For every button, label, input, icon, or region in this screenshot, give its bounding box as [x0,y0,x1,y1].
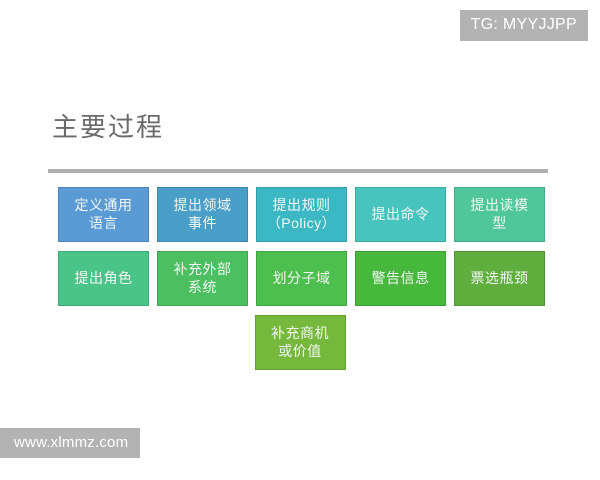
process-box-line: 补充商机 [271,324,329,341]
process-box-line: 定义通用 [74,196,133,213]
process-box-label: 补充外部系统 [174,261,232,297]
process-box-line: 提出角色 [74,269,133,286]
process-box-line: 提出领域 [173,196,232,213]
process-box-line: 语言 [89,214,118,231]
process-box-line: 提出规则 [272,196,331,213]
site-watermark: www.xlmmz.com [0,428,141,458]
process-box[interactable]: 提出读模型 [454,187,545,242]
process-box[interactable]: 票选瓶颈 [454,251,545,306]
process-box-line: 型 [492,214,507,231]
process-box-line: 提出命令 [371,205,430,222]
process-box-line: 补充外部 [173,260,232,277]
process-box-label: 提出角色 [75,270,133,288]
process-box[interactable]: 提出角色 [58,251,149,306]
title-divider [48,169,548,173]
process-diagram: 定义通用语言提出领域事件提出规则（Policy）提出命令提出读模型提出角色补充外… [58,187,545,379]
process-box-label: 票选瓶颈 [471,270,529,288]
process-box[interactable]: 提出规则（Policy） [256,187,347,242]
process-box-label: 提出命令 [372,206,430,224]
process-box-label: 划分子域 [273,270,331,288]
process-box-line: 系统 [188,278,217,295]
process-box[interactable]: 定义通用语言 [58,187,149,242]
process-box[interactable]: 提出命令 [355,187,446,242]
process-box-line: 事件 [188,214,217,231]
process-box[interactable]: 补充外部系统 [157,251,248,306]
process-box-line: （Policy） [266,214,337,231]
process-box-label: 提出读模型 [471,197,529,233]
page-title: 主要过程 [52,112,165,142]
process-box-line: 警告信息 [371,269,430,286]
process-box-label: 补充商机或价值 [271,325,329,361]
process-box[interactable]: 补充商机或价值 [254,315,346,370]
process-box-label: 定义通用语言 [75,197,133,233]
process-row: 提出角色 补充外部系统 划分子域 警告信息 票选瓶颈 [58,251,545,306]
process-row: 补充商机或价值 [58,315,542,370]
process-box[interactable]: 警告信息 [355,251,446,306]
process-box-line: 划分子域 [272,269,331,286]
process-box[interactable]: 划分子域 [256,251,347,306]
process-box-line: 提出读模 [470,196,529,213]
process-box[interactable]: 提出领域事件 [157,187,248,242]
process-box-label: 警告信息 [372,270,430,288]
process-box-line: 或价值 [278,342,322,359]
process-row: 定义通用语言提出领域事件提出规则（Policy）提出命令提出读模型 [58,187,545,242]
process-box-line: 票选瓶颈 [470,269,529,286]
tg-badge: TG: MYYJJPP [459,10,588,41]
process-box-label: 提出领域事件 [174,197,232,233]
process-box-label: 提出规则（Policy） [267,197,336,233]
